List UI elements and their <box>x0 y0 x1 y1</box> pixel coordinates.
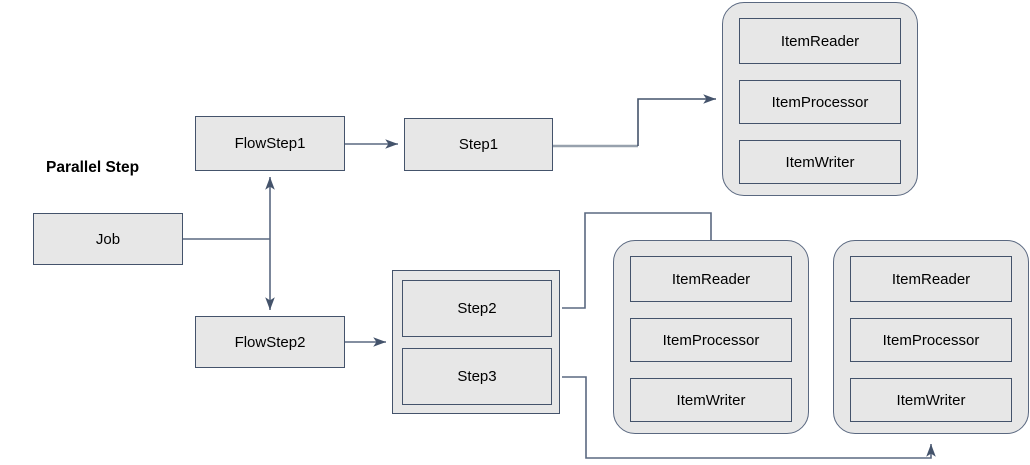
node-itemprocessor-top[interactable]: ItemProcessor <box>739 80 901 124</box>
node-job[interactable]: Job <box>33 213 183 265</box>
edge-step1-to-chunk-top-2 <box>637 94 716 146</box>
node-itemwriter-middle[interactable]: ItemWriter <box>630 378 792 422</box>
node-step2[interactable]: Step2 <box>402 280 552 337</box>
node-itemprocessor-middle[interactable]: ItemProcessor <box>630 318 792 362</box>
node-itemreader-right[interactable]: ItemReader <box>850 256 1012 302</box>
node-flowstep1[interactable]: FlowStep1 <box>195 116 345 171</box>
node-itemreader-middle[interactable]: ItemReader <box>630 256 792 302</box>
node-itemwriter-right[interactable]: ItemWriter <box>850 378 1012 422</box>
node-itemprocessor-right[interactable]: ItemProcessor <box>850 318 1012 362</box>
node-step3[interactable]: Step3 <box>402 348 552 405</box>
node-flowstep2[interactable]: FlowStep2 <box>195 316 345 368</box>
parallel-step-label: Parallel Step <box>46 159 140 176</box>
node-step1[interactable]: Step1 <box>404 118 553 171</box>
node-itemreader-top[interactable]: ItemReader <box>739 18 901 64</box>
node-itemwriter-top[interactable]: ItemWriter <box>739 140 901 184</box>
